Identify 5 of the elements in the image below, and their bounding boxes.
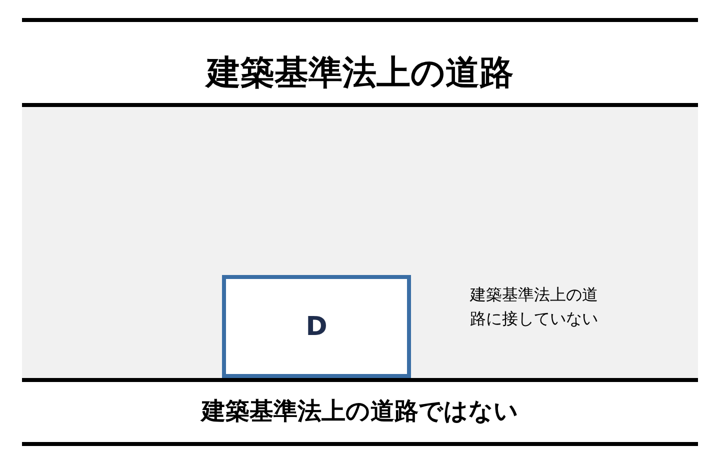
building-box (222, 275, 411, 378)
note-text: 建築基準法上の道路に接していない (470, 284, 598, 330)
road-label: 建築基準法上の道路 (204, 52, 514, 95)
non-road-label: 建築基準法上の道路ではない (199, 396, 520, 427)
building-label: D (306, 312, 328, 342)
